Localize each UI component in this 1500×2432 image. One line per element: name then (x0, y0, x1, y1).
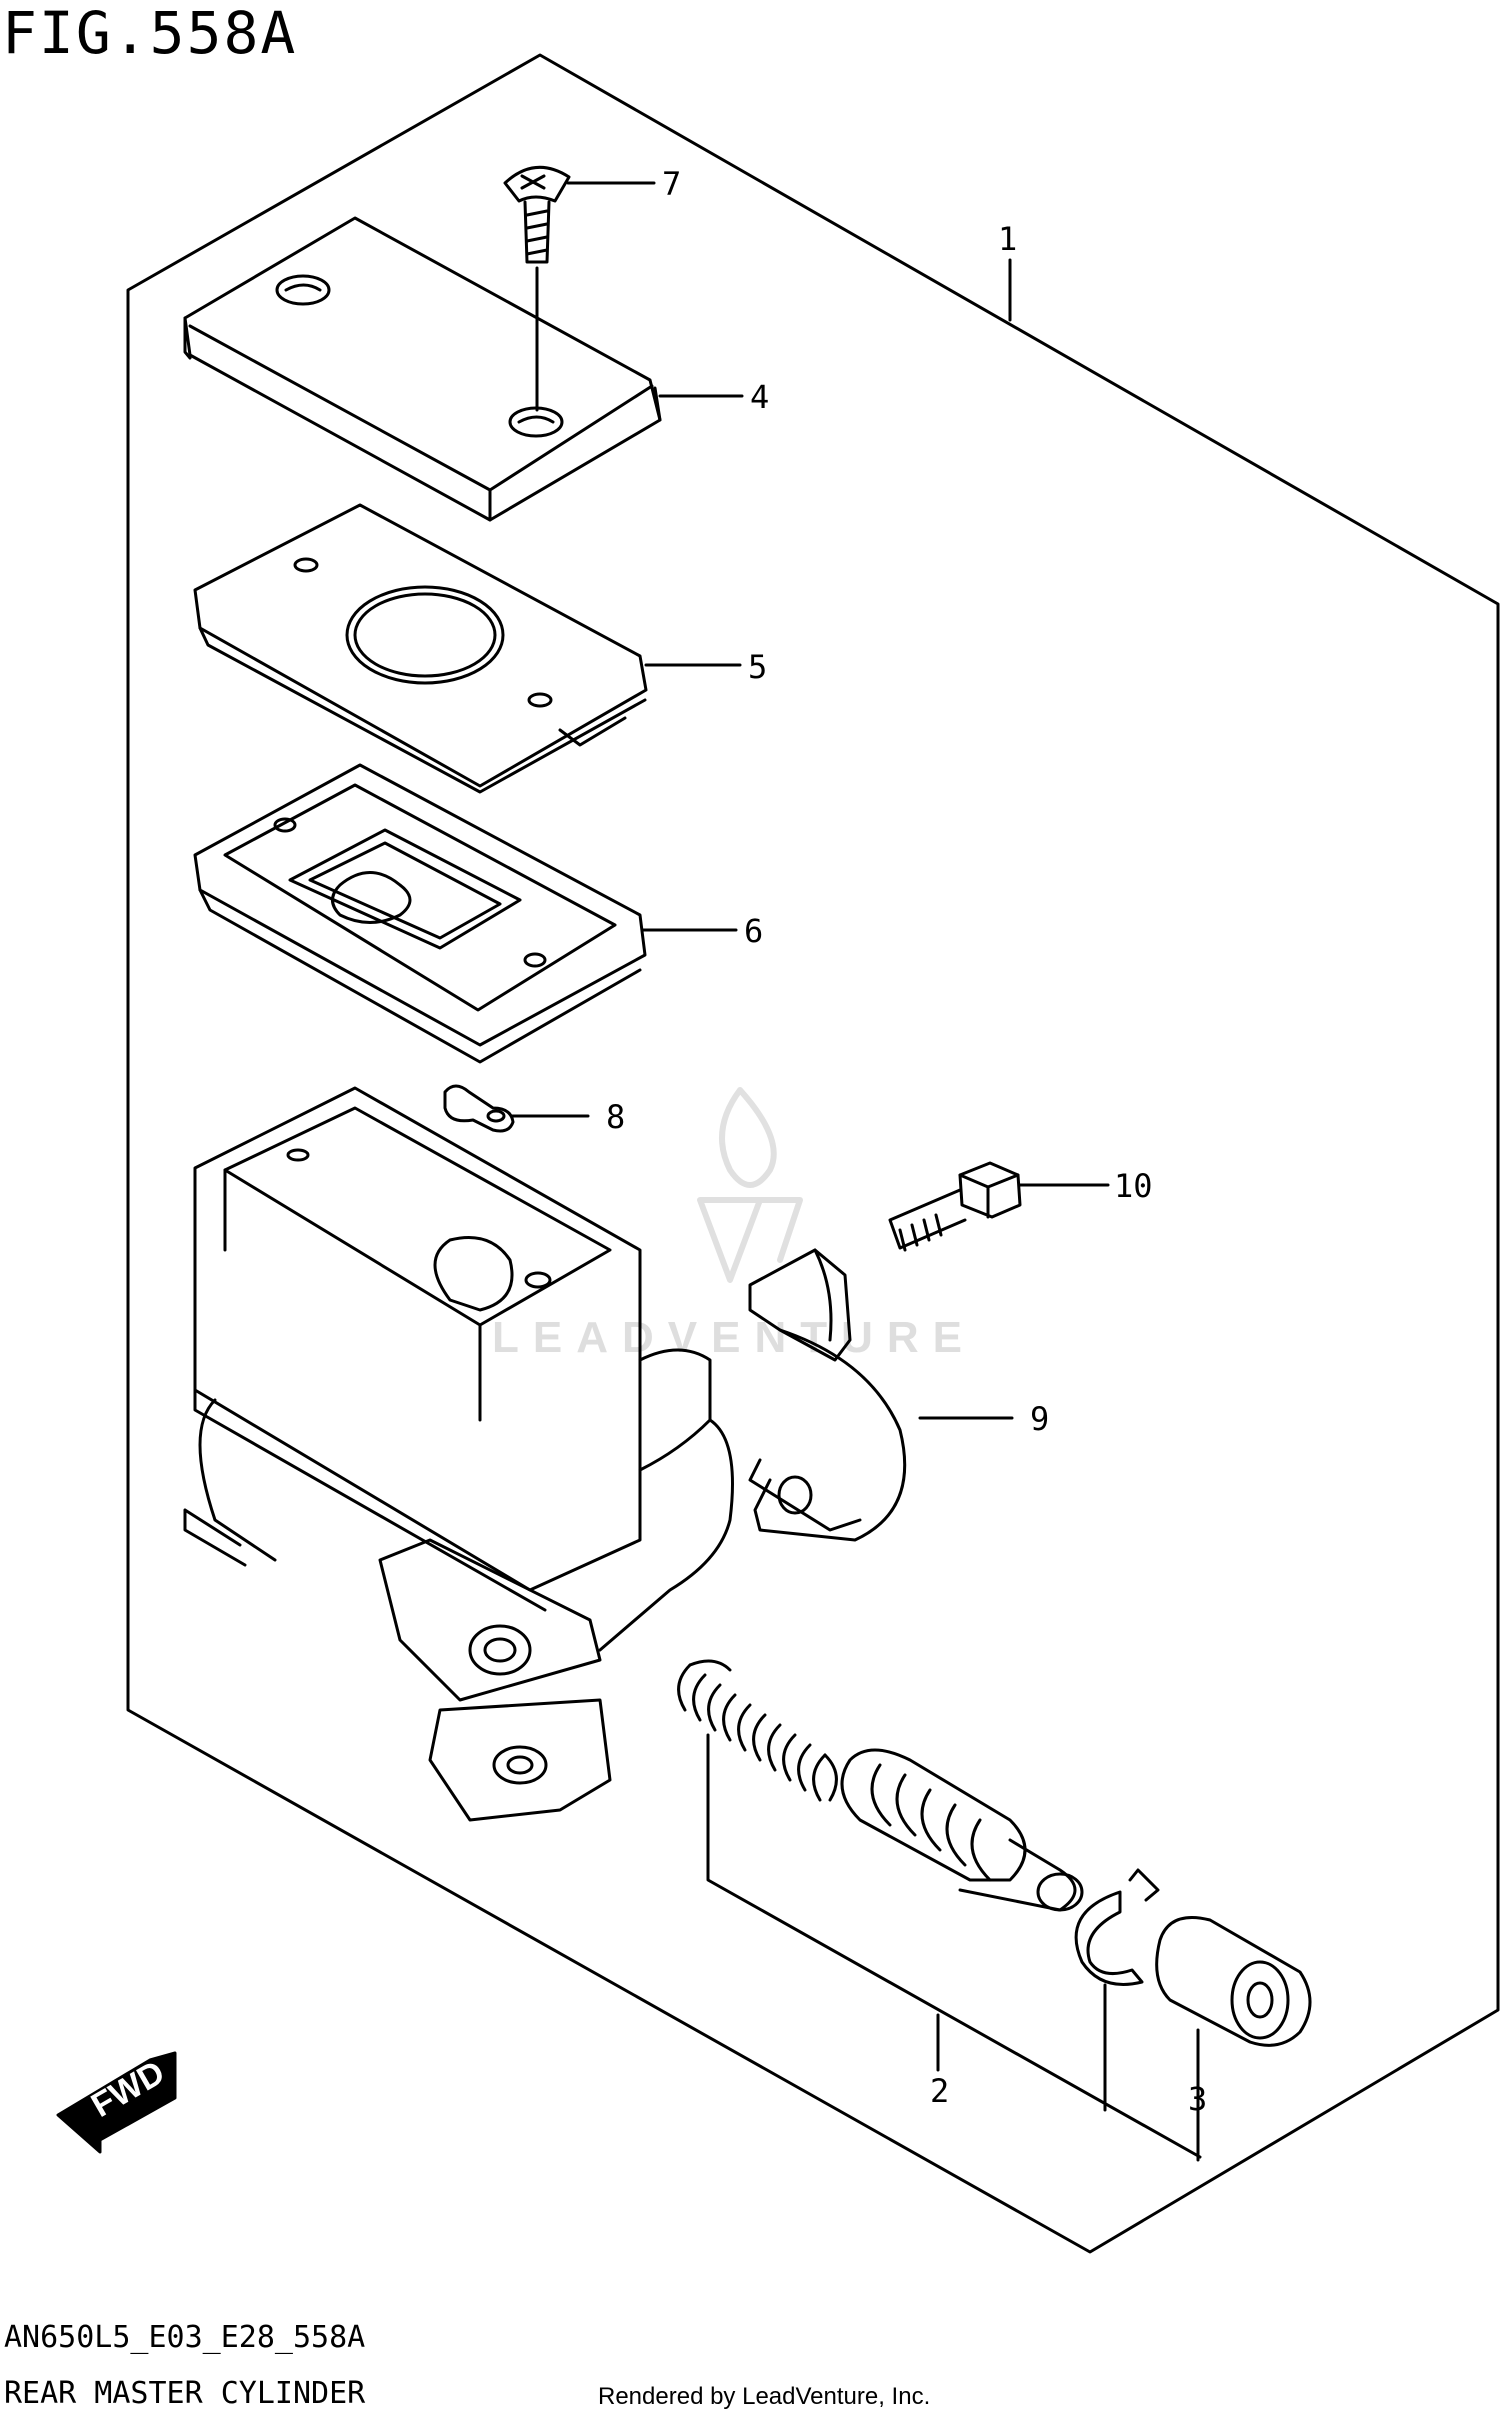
leadventure-watermark (697, 1087, 803, 1283)
callout-5: 5 (748, 648, 767, 686)
callout-8: 8 (606, 1098, 625, 1136)
cap-part-4[interactable] (183, 216, 662, 522)
clip-part-8[interactable] (443, 1084, 515, 1133)
callout-1: 1 (998, 220, 1017, 258)
plate-part-6[interactable] (193, 763, 647, 1064)
screw-part-7[interactable] (503, 165, 571, 412)
figure-code: AN650L5_E03_E28_558A (4, 2320, 366, 2355)
watermark-text: LEADVENTURE (492, 1313, 976, 1362)
clamp-part-9[interactable] (748, 1248, 907, 1542)
callout-4: 4 (750, 378, 769, 416)
callout-numbers: 1 2 3 4 5 6 7 8 9 10 (606, 165, 1207, 2118)
fwd-arrow-icon: FWD (56, 2051, 177, 2154)
render-credit: Rendered by LeadVenture, Inc. (598, 2383, 931, 2410)
circlip-part[interactable] (1074, 1868, 1160, 1986)
piston-part-2[interactable] (677, 1659, 1084, 1912)
callout-6: 6 (744, 912, 763, 950)
callout-7: 7 (662, 165, 681, 203)
boot-part-3[interactable] (1155, 1916, 1312, 2047)
figure-title: FIG.558A (2, 0, 298, 67)
master-cylinder-body[interactable] (183, 1086, 734, 1822)
leader-lines (510, 181, 1202, 2162)
bolt-part-10[interactable] (888, 1161, 1022, 1252)
figure-name: REAR MASTER CYLINDER (4, 2376, 366, 2411)
callout-2: 2 (930, 2072, 949, 2110)
callout-3: 3 (1188, 2080, 1207, 2118)
callout-9: 9 (1030, 1400, 1049, 1438)
assembly-outline (126, 53, 1500, 2254)
diaphragm-part-5[interactable] (193, 503, 648, 794)
callout-10: 10 (1114, 1167, 1153, 1205)
